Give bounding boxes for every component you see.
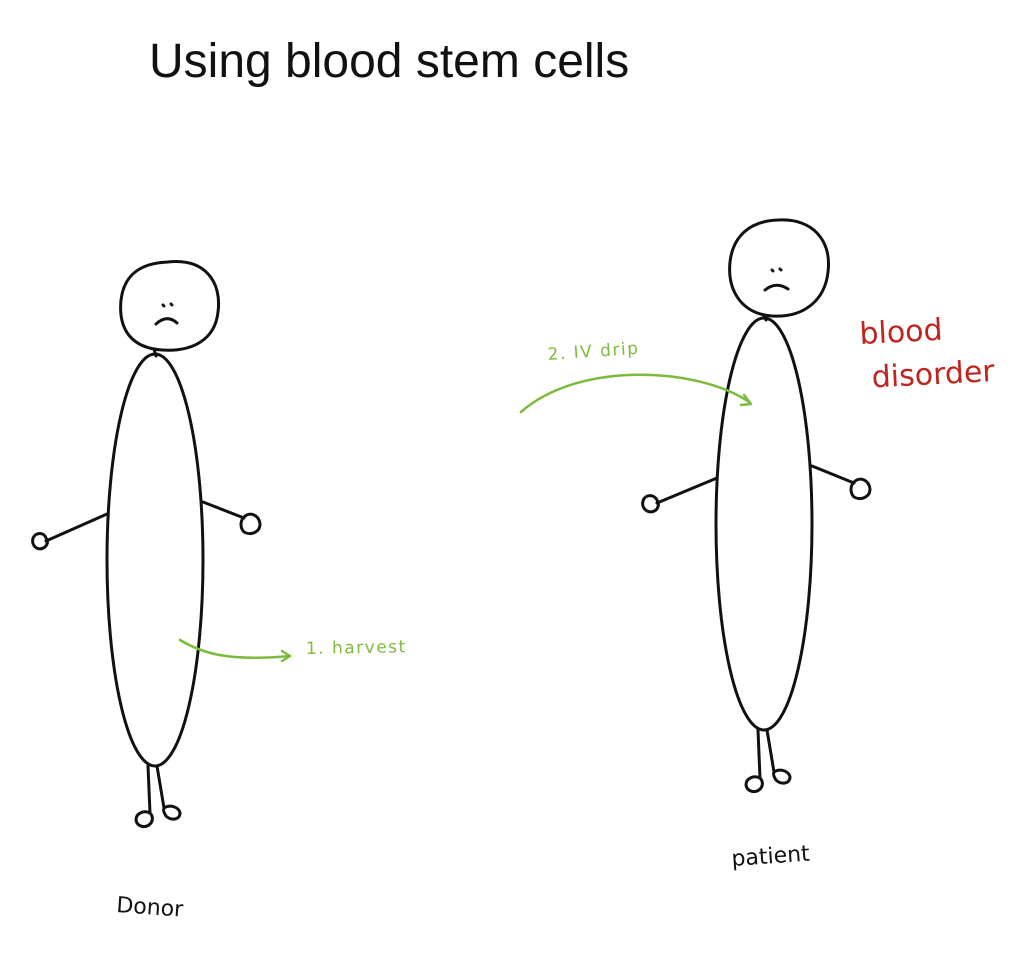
- patient-eye-left: [770, 268, 775, 273]
- donor-hand-right: [239, 512, 262, 536]
- blood-disorder-label-line2: disorder: [871, 354, 996, 395]
- iv-drip-step-label: 2. IV drip: [547, 339, 640, 365]
- donor-head: [119, 260, 221, 352]
- patient-hand-left: [641, 494, 660, 514]
- page-title: Using blood stem cells: [149, 35, 630, 88]
- donor-mouth: [154, 317, 179, 326]
- blood-disorder-label: blood disorder: [859, 310, 997, 396]
- patient-head: [728, 218, 830, 318]
- iv-drip-arrow: [519, 373, 753, 414]
- patient-body: [714, 316, 814, 732]
- patient-foot-right: [772, 768, 792, 785]
- donor-arm-right: [201, 500, 246, 520]
- donor-foot-left: [134, 810, 154, 829]
- blood-disorder-label-text: blood: [859, 313, 944, 352]
- patient-hand-right: [849, 477, 872, 501]
- harvest-arrow-line: [178, 638, 292, 660]
- harvest-step-label: 1. harvest: [306, 637, 407, 659]
- donor-leg-left: [146, 764, 152, 815]
- patient-mouth: [763, 283, 790, 292]
- patient-leg-right: [765, 728, 776, 774]
- donor-label: Donor: [116, 893, 185, 923]
- donor-body: [105, 352, 205, 768]
- patient-foot-left: [744, 775, 764, 794]
- iv-drip-arrow-line: [519, 373, 751, 414]
- donor-foot-right: [162, 804, 182, 821]
- patient-arm-left: [655, 476, 719, 505]
- patient-leg-left: [756, 728, 762, 780]
- donor-eye-left: [161, 303, 166, 308]
- iv-drip-arrow-head: [739, 393, 753, 407]
- harvest-arrow-head: [280, 649, 292, 663]
- patient-eye-right: [778, 267, 783, 272]
- donor-figure: [31, 260, 262, 829]
- donor-eye-right: [169, 302, 174, 307]
- donor-leg-right: [155, 764, 166, 810]
- patient-label: patient: [731, 842, 811, 872]
- patient-figure: [641, 218, 872, 794]
- harvest-arrow: [178, 638, 292, 663]
- donor-arm-left: [44, 512, 109, 543]
- patient-arm-right: [810, 464, 856, 485]
- donor-hand-left: [31, 532, 49, 551]
